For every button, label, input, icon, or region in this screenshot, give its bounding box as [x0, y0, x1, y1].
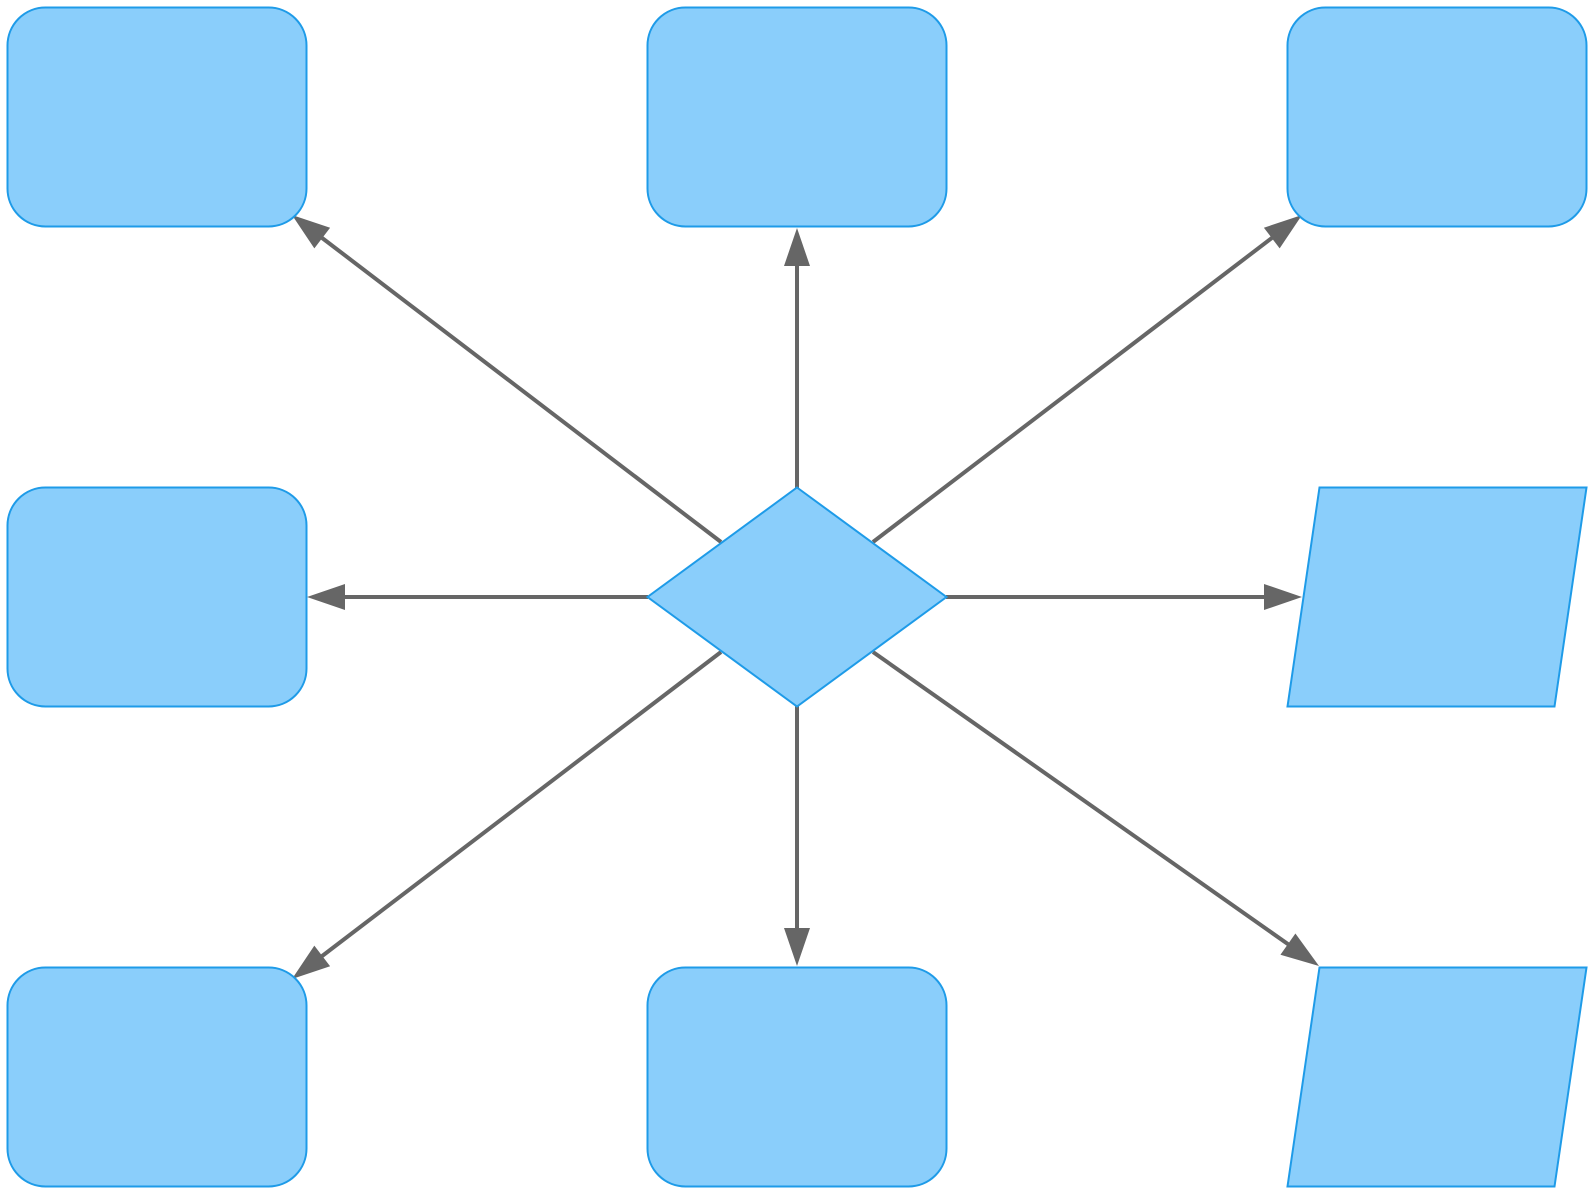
parallelogram-shape	[1286, 966, 1588, 1188]
arrow-head-icon	[784, 228, 810, 266]
arrow-head-icon	[292, 945, 331, 979]
arrow-head-icon	[784, 928, 810, 966]
arrow-head-icon	[1264, 584, 1302, 610]
node-middle-left[interactable]	[6, 486, 308, 708]
node-bottom-right[interactable]	[1286, 966, 1588, 1188]
node-top-left[interactable]	[6, 6, 308, 228]
node-top-right[interactable]	[1286, 6, 1588, 228]
edge-line	[871, 650, 1293, 949]
arrow-head-icon	[292, 215, 331, 249]
nodes-layer	[6, 6, 1588, 1188]
node-middle-right[interactable]	[1286, 486, 1588, 708]
rounded-rect-shape	[6, 6, 308, 228]
arrow-head-icon	[307, 584, 345, 610]
rounded-rect-shape	[646, 6, 948, 228]
edge-hub-to-middle-right	[946, 584, 1302, 610]
arrow-head-icon	[1280, 933, 1319, 966]
rounded-rect-shape	[646, 966, 948, 1188]
node-bottom-center[interactable]	[646, 966, 948, 1188]
edge-hub-to-bottom-left	[292, 650, 723, 979]
node-top-center[interactable]	[646, 6, 948, 228]
edge-hub-to-top-right	[871, 215, 1302, 544]
edges-layer	[292, 215, 1319, 979]
diamond-shape	[645, 486, 949, 708]
rounded-rect-shape	[6, 966, 308, 1188]
edge-line	[871, 234, 1277, 544]
node-hub[interactable]	[645, 486, 949, 708]
edge-hub-to-middle-left	[307, 584, 648, 610]
arrow-head-icon	[1263, 215, 1302, 249]
edge-hub-to-top-center	[784, 228, 810, 488]
node-bottom-left[interactable]	[6, 966, 308, 1188]
rounded-rect-shape	[1286, 6, 1588, 228]
edge-line	[317, 650, 723, 960]
edge-hub-to-bottom-center	[784, 706, 810, 966]
edge-line	[317, 234, 723, 544]
edge-hub-to-bottom-right	[871, 650, 1319, 966]
parallelogram-shape	[1286, 486, 1588, 708]
rounded-rect-shape	[6, 486, 308, 708]
edge-hub-to-top-left	[292, 215, 723, 544]
